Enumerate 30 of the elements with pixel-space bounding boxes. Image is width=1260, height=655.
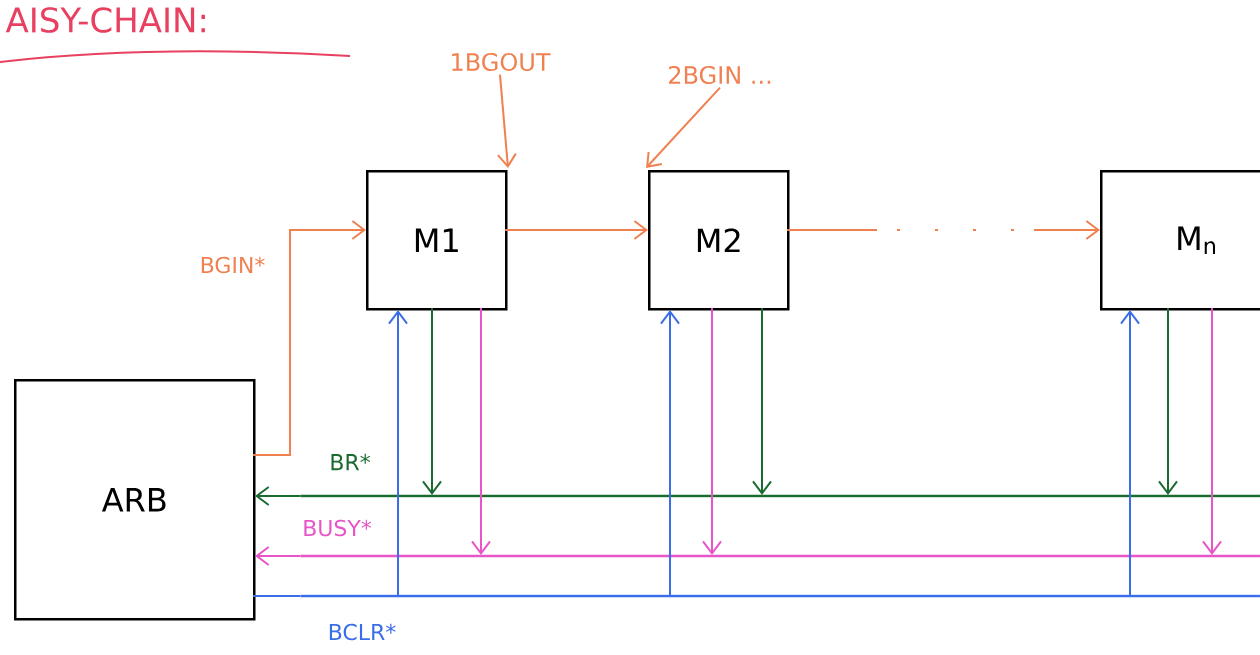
arrow xyxy=(504,220,648,240)
arrow xyxy=(702,307,722,555)
arrow xyxy=(422,307,442,495)
arrow xyxy=(660,310,680,597)
arrow xyxy=(471,307,491,555)
block-box: M2 xyxy=(648,170,790,311)
bus-line xyxy=(300,494,1260,498)
arrow xyxy=(646,86,721,168)
bus-label: BR* xyxy=(328,452,372,472)
block-box: ARB xyxy=(14,379,256,621)
arrow xyxy=(1120,310,1140,597)
arrow xyxy=(752,307,772,495)
arrow xyxy=(1202,307,1222,555)
signal-label: 2BGIN ... xyxy=(669,65,771,85)
arrow xyxy=(786,220,1100,240)
block-box: M$_{n}$ xyxy=(1100,170,1260,311)
arrow xyxy=(1158,307,1178,495)
arrow xyxy=(252,220,366,456)
bus-label: BUSY* xyxy=(301,518,373,538)
arrow xyxy=(255,546,301,566)
signal-label: 1BGOUT xyxy=(452,52,551,72)
edge-label: BGIN* xyxy=(198,255,267,275)
bus-line xyxy=(300,554,1260,558)
arrow xyxy=(496,73,517,168)
bus-line xyxy=(300,594,1260,598)
bus-label: BCLR* xyxy=(326,622,398,642)
block-box: M1 xyxy=(366,170,508,311)
arrow xyxy=(388,310,408,597)
arrow xyxy=(255,486,301,506)
title: AISY-CHAIN: xyxy=(5,7,205,33)
